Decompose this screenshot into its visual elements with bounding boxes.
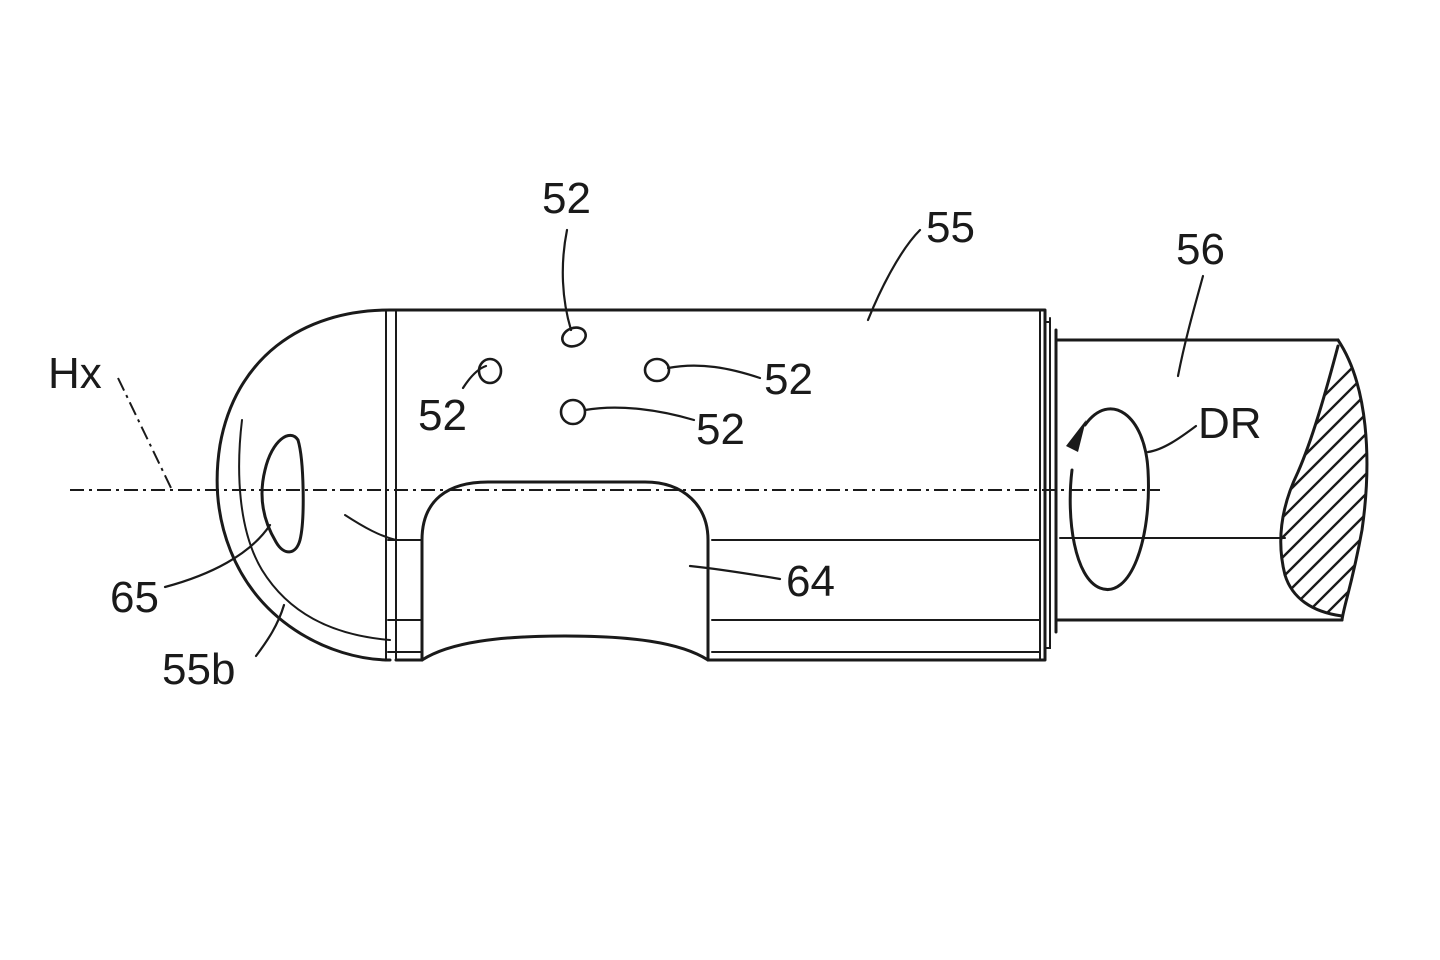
port bbox=[643, 357, 671, 383]
arrow-head-icon bbox=[1066, 420, 1086, 452]
section-hatching bbox=[1280, 346, 1367, 616]
port bbox=[559, 398, 587, 426]
rounded-tip-55b bbox=[215, 308, 397, 662]
leader-lines bbox=[163, 228, 1205, 658]
tip-body-55 bbox=[385, 308, 1051, 662]
label-52-top: 52 bbox=[542, 174, 591, 223]
port bbox=[561, 326, 587, 348]
rotation-arrow bbox=[1066, 407, 1150, 592]
label-hx: Hx bbox=[48, 349, 102, 398]
central-axis bbox=[70, 377, 1160, 491]
label-52-left: 52 bbox=[418, 391, 467, 440]
label-65: 65 bbox=[110, 573, 159, 622]
label-52-right-upper: 52 bbox=[764, 355, 813, 404]
label-dr: DR bbox=[1198, 399, 1262, 448]
label-55: 55 bbox=[926, 203, 975, 252]
side-window-64 bbox=[394, 480, 714, 662]
shaft-56 bbox=[1049, 317, 1369, 641]
label-56: 56 bbox=[1176, 225, 1225, 274]
label-55b: 55b bbox=[162, 645, 235, 694]
label-64: 64 bbox=[786, 557, 835, 606]
label-52-right-lower: 52 bbox=[696, 405, 745, 454]
end-opening-65 bbox=[260, 433, 305, 554]
port bbox=[477, 357, 503, 385]
